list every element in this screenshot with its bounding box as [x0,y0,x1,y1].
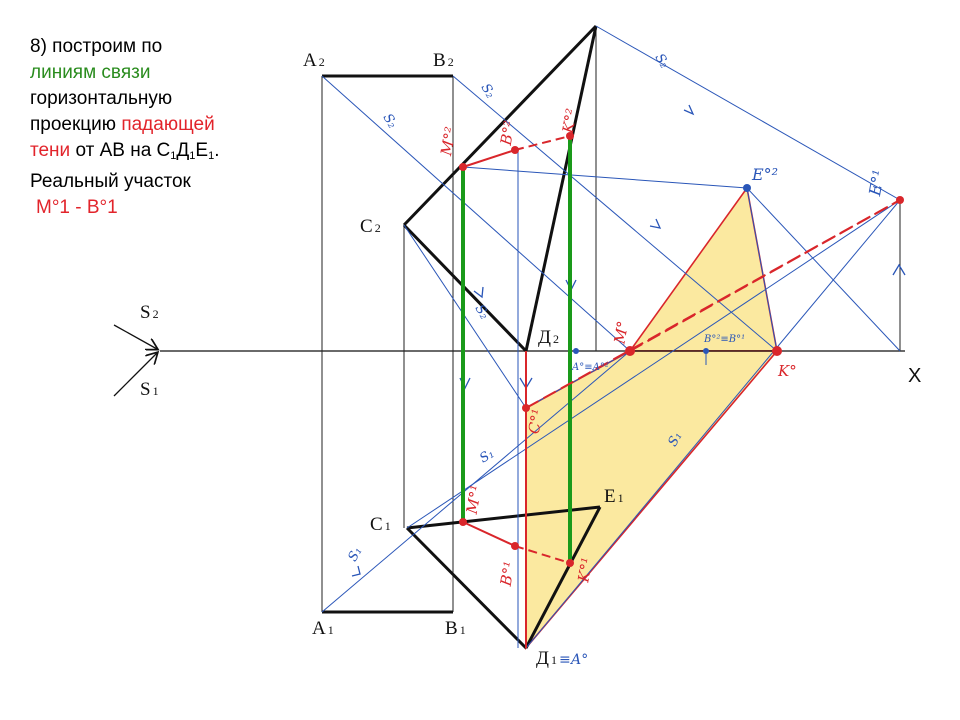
label-a2: А [303,50,317,71]
label-mo2: M°² [437,125,460,158]
label-x-axis: X [908,365,921,387]
label-b2-sub: 2 [448,55,454,69]
label-d1-sub: 1 [551,653,557,667]
svg-text:S1: S1 [140,379,159,400]
caption-line-5-g: 1 [208,150,215,162]
label-bo2: B°² [497,119,519,147]
caption-line-5: тени от АВ на С1Д1Е1. [30,138,300,169]
label-s2-sub: 2 [153,307,159,321]
caption-line-1: 8) построим по [30,36,163,57]
point-bo [703,348,709,354]
label-mo: M° [610,320,632,347]
label-s1-sub: 1 [153,384,159,398]
caption-line-5-a: тени [30,140,71,161]
triangle-horizontal [405,505,602,650]
label-d1: Д [536,648,549,669]
caption-line-5-f: Е [195,140,209,161]
svg-text:S2: S2 [140,302,159,323]
label-eo1: E°¹ [865,168,888,198]
label-d2: Д [538,327,551,348]
shadow-fill-frontal [628,186,778,352]
svg-text:Е1: Е1 [604,486,624,507]
label-d1-eq: ≡А° [559,652,588,668]
caption-line-3: горизонтальную [30,88,173,109]
label-ray-s1-a: S₁ [345,544,365,564]
svg-text:Д1≡А°: Д1≡А° [536,648,588,669]
label-c2: С [360,216,373,237]
segment-ab [322,74,453,614]
label-b2: В [433,50,446,71]
caption-line-4-a: проекцию [30,114,122,135]
caption-line-5-d: Д [176,140,190,161]
svg-text:С1: С1 [370,514,391,535]
point-co1 [522,404,530,412]
label-ray-s1-c: S₁ [665,429,685,449]
svg-text:В2: В2 [433,50,454,71]
label-bo-eq: B°²≡B°¹ [703,334,745,345]
label-a1: А [312,618,326,639]
svg-text:С2: С2 [360,216,381,237]
point-eo2 [743,184,751,192]
label-ray-s2-d: S₂ [472,302,492,322]
label-co1: C°¹ [525,408,547,436]
point-bo1 [511,542,519,550]
label-c1: С [370,514,383,535]
svg-text:А2: А2 [303,50,325,71]
label-c1-sub: 1 [385,519,391,533]
label-ray-s2-b: S₂ [478,81,498,101]
label-mo1: M°¹ [463,484,486,517]
point-ko2 [566,132,574,140]
caption-text: 8) построим по линиям связи горизонтальн… [30,34,300,221]
point-ao [573,348,579,354]
label-ko: K° [777,362,797,380]
shadow-lines [462,135,901,648]
label-eo2: E°² [751,165,778,184]
point-ko [772,346,782,356]
svg-text:А1: А1 [312,618,334,639]
point-ko1 [566,559,574,567]
caption-line-5-e: 1 [189,150,196,162]
point-mo [625,346,635,356]
label-ko2: K°² [559,107,581,135]
label-d2-sub: 2 [553,332,559,346]
point-mo2 [459,163,467,171]
label-a1-sub: 1 [328,623,334,637]
caption-line-2: линиям связи [30,62,151,83]
label-ko1: K°¹ [574,556,596,584]
label-s2: S [140,302,151,323]
label-bo1: B°¹ [497,560,519,588]
label-e1: Е [604,486,616,507]
label-c2-sub: 2 [375,221,381,235]
caption-line-5-c: 1 [170,150,177,162]
svg-text:В1: В1 [445,618,466,639]
label-s1: S [140,379,151,400]
label-b1: В [445,618,458,639]
light-direction [113,324,157,397]
caption-line-4-b: падающей [121,114,215,135]
label-ao: A°≡A°² [571,362,609,373]
svg-text:Д2: Д2 [538,327,559,348]
label-ray-s2-c: S₂ [652,51,672,71]
label-ray-s1-b: S₁ [477,446,497,466]
caption-line-7: М°1 - В°1 [36,197,118,218]
label-b1-sub: 1 [460,623,466,637]
point-bo2 [511,146,519,154]
caption-line-4: проекцию падающей [30,112,300,138]
label-a2-sub: 2 [319,55,325,69]
points [459,132,904,567]
point-eo1 [896,196,904,204]
green-link-lines [461,136,572,563]
label-e1-sub: 1 [618,491,624,505]
point-mo1 [459,518,467,526]
label-ray-s2-a: S₂ [380,111,400,131]
caption-line-6: Реальный участок [30,171,191,192]
construction-rays [321,25,901,649]
caption-line-5-b: от АВ на С [70,140,171,161]
caption-line-5-h: . [214,140,220,161]
